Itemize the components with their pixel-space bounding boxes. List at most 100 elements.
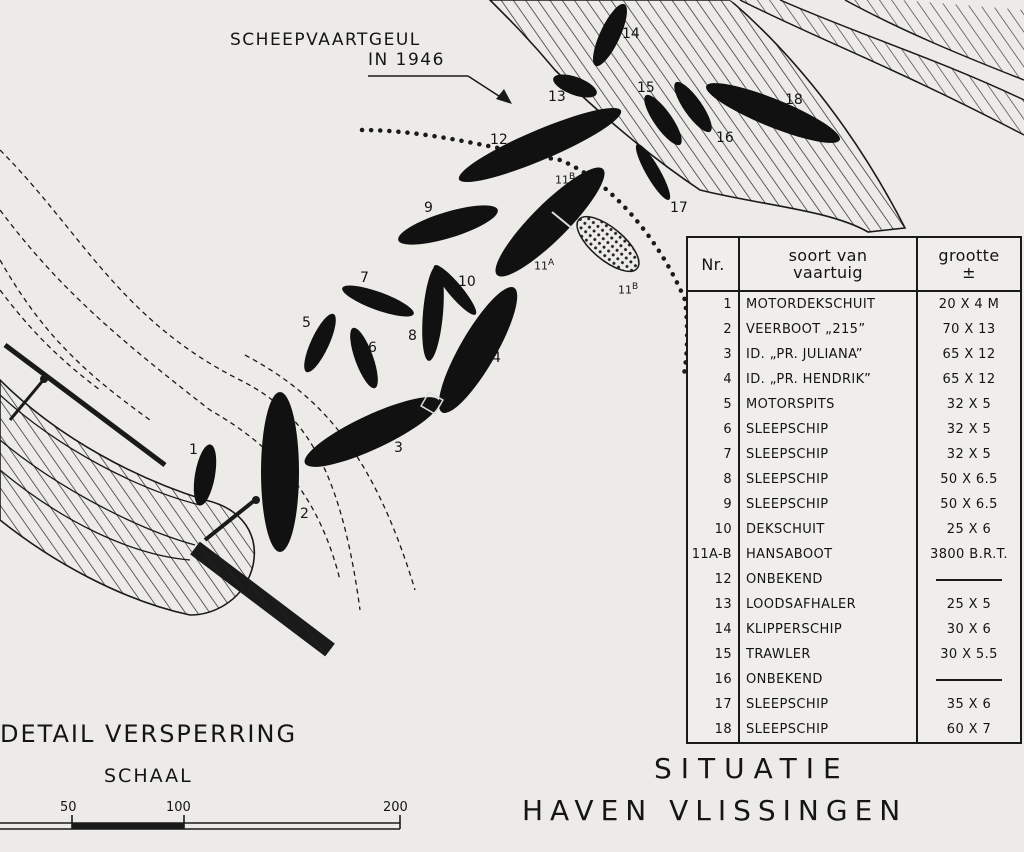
- pier-bottom-left: [0, 343, 335, 657]
- ship-label-8: 8: [408, 328, 417, 344]
- ship-label-11b-top: 11B: [555, 172, 575, 187]
- channel-lines: [0, 149, 416, 611]
- legend-nr: 11A-B: [686, 542, 740, 567]
- legend-nr: 13: [686, 592, 740, 617]
- ship-label-11b-sup: B: [632, 282, 639, 292]
- ship-label-13: 13: [548, 89, 566, 105]
- legend-nr: 16: [686, 667, 740, 692]
- legend-nr: 1: [686, 291, 740, 317]
- legend-size: 25 X 6: [916, 517, 1022, 542]
- unknown-size-line: [936, 578, 1002, 581]
- ship-label-11a-num: 11: [534, 259, 548, 273]
- legend-header-row: Nr. soort van vaartuig grootte ±: [686, 237, 1022, 292]
- scale-tick-200: 200: [383, 800, 408, 815]
- ship-label-7: 7: [360, 270, 369, 286]
- legend-type: DEKSCHUIT: [738, 517, 918, 542]
- legend-nr: 14: [686, 617, 740, 642]
- ship-18: [706, 83, 840, 143]
- legend-size: 32 X 5: [916, 392, 1022, 417]
- legend-nr: 7: [686, 442, 740, 467]
- ship-label-5: 5: [302, 315, 311, 331]
- scale-tick-100: 100: [166, 800, 191, 815]
- legend-nr: 8: [686, 467, 740, 492]
- map-title-line2: HAVEN VLISSINGEN: [522, 794, 908, 827]
- ship-1: [193, 444, 217, 506]
- ship-16: [674, 81, 712, 133]
- legend-type: SLEEPSCHIP: [738, 467, 918, 492]
- map-title-line1: SITUATIE: [654, 752, 850, 785]
- legend-header-size-line2: ±: [962, 263, 976, 282]
- legend-size: 50 X 6.5: [916, 467, 1022, 492]
- ship-3: [304, 397, 440, 467]
- ship-label-15: 15: [637, 80, 655, 96]
- ship-label-11a: 11A: [534, 258, 554, 273]
- legend-type: SLEEPSCHIP: [738, 692, 918, 717]
- legend-header-size-line1: grootte: [938, 246, 1000, 265]
- legend-size: 35 X 6: [916, 692, 1022, 717]
- legend-size: 32 X 5: [916, 417, 1022, 442]
- ship-label-14: 14: [622, 26, 640, 42]
- ship-label-12: 12: [490, 132, 508, 148]
- legend-type: ONBEKEND: [738, 567, 918, 592]
- legend-nr: 3: [686, 342, 740, 367]
- legend-nr: 9: [686, 492, 740, 517]
- legend-size: 25 X 5: [916, 592, 1022, 617]
- legend-header-nr: Nr.: [686, 237, 740, 292]
- ship-17: [635, 144, 671, 200]
- legend-type: LOODSAFHALER: [738, 592, 918, 617]
- ship-15: [644, 94, 682, 146]
- legend-type: SLEEPSCHIP: [738, 492, 918, 517]
- legend-size: 32 X 5: [916, 442, 1022, 467]
- ship-label-16: 16: [716, 130, 734, 146]
- dotted-barrier-line: [359, 127, 690, 383]
- legend-nr: 2: [686, 317, 740, 342]
- legend-nr: 15: [686, 642, 740, 667]
- legend-size: 50 X 6.5: [916, 492, 1022, 517]
- legend-size: [916, 667, 1022, 692]
- ship-12: [458, 107, 622, 183]
- ship-label-11b-num: 11: [618, 283, 632, 297]
- legend-nr: 5: [686, 392, 740, 417]
- ship-9: [398, 205, 498, 245]
- channel-label-line1: SCHEEPVAARTGEUL: [230, 30, 421, 50]
- ship-10: [433, 265, 477, 315]
- legend-header-type-line1: soort van: [788, 246, 868, 265]
- legend-nr: 18: [686, 717, 740, 743]
- ship-label-9: 9: [424, 200, 433, 216]
- legend-type: MOTORSPITS: [738, 392, 918, 417]
- legend-size: 20 X 4 m: [916, 291, 1022, 317]
- ship-label-10: 10: [458, 274, 476, 290]
- ship-6: [350, 327, 378, 389]
- scale-tick-50: 50: [60, 800, 77, 815]
- legend-type: SLEEPSCHIP: [738, 717, 918, 743]
- ship-label-2: 2: [300, 506, 309, 522]
- ship-2: [261, 392, 299, 552]
- legend-header-size: grootte ±: [916, 237, 1022, 292]
- legend-size: [916, 567, 1022, 592]
- legend-nr: 12: [686, 567, 740, 592]
- scale-label: SCHAAL: [104, 765, 193, 787]
- legend-type: MOTORDEKSCHUIT: [738, 291, 918, 317]
- legend-type: SLEEPSCHIP: [738, 442, 918, 467]
- legend-size: 60 X 7: [916, 717, 1022, 743]
- legend-type: VEERBOOT „215”: [738, 317, 918, 342]
- legend-size: 30 X 6: [916, 617, 1022, 642]
- ship-label-17: 17: [670, 200, 688, 216]
- detail-title: DETAIL VERSPERRING: [0, 720, 298, 748]
- legend-type: SLEEPSCHIP: [738, 417, 918, 442]
- ship-11a: [495, 167, 605, 277]
- legend-type: ID. „PR. JULIANA”: [738, 342, 918, 367]
- ship-label-3: 3: [394, 440, 403, 456]
- legend-nr: 17: [686, 692, 740, 717]
- legend-header-type-line2: vaartuig: [793, 263, 863, 282]
